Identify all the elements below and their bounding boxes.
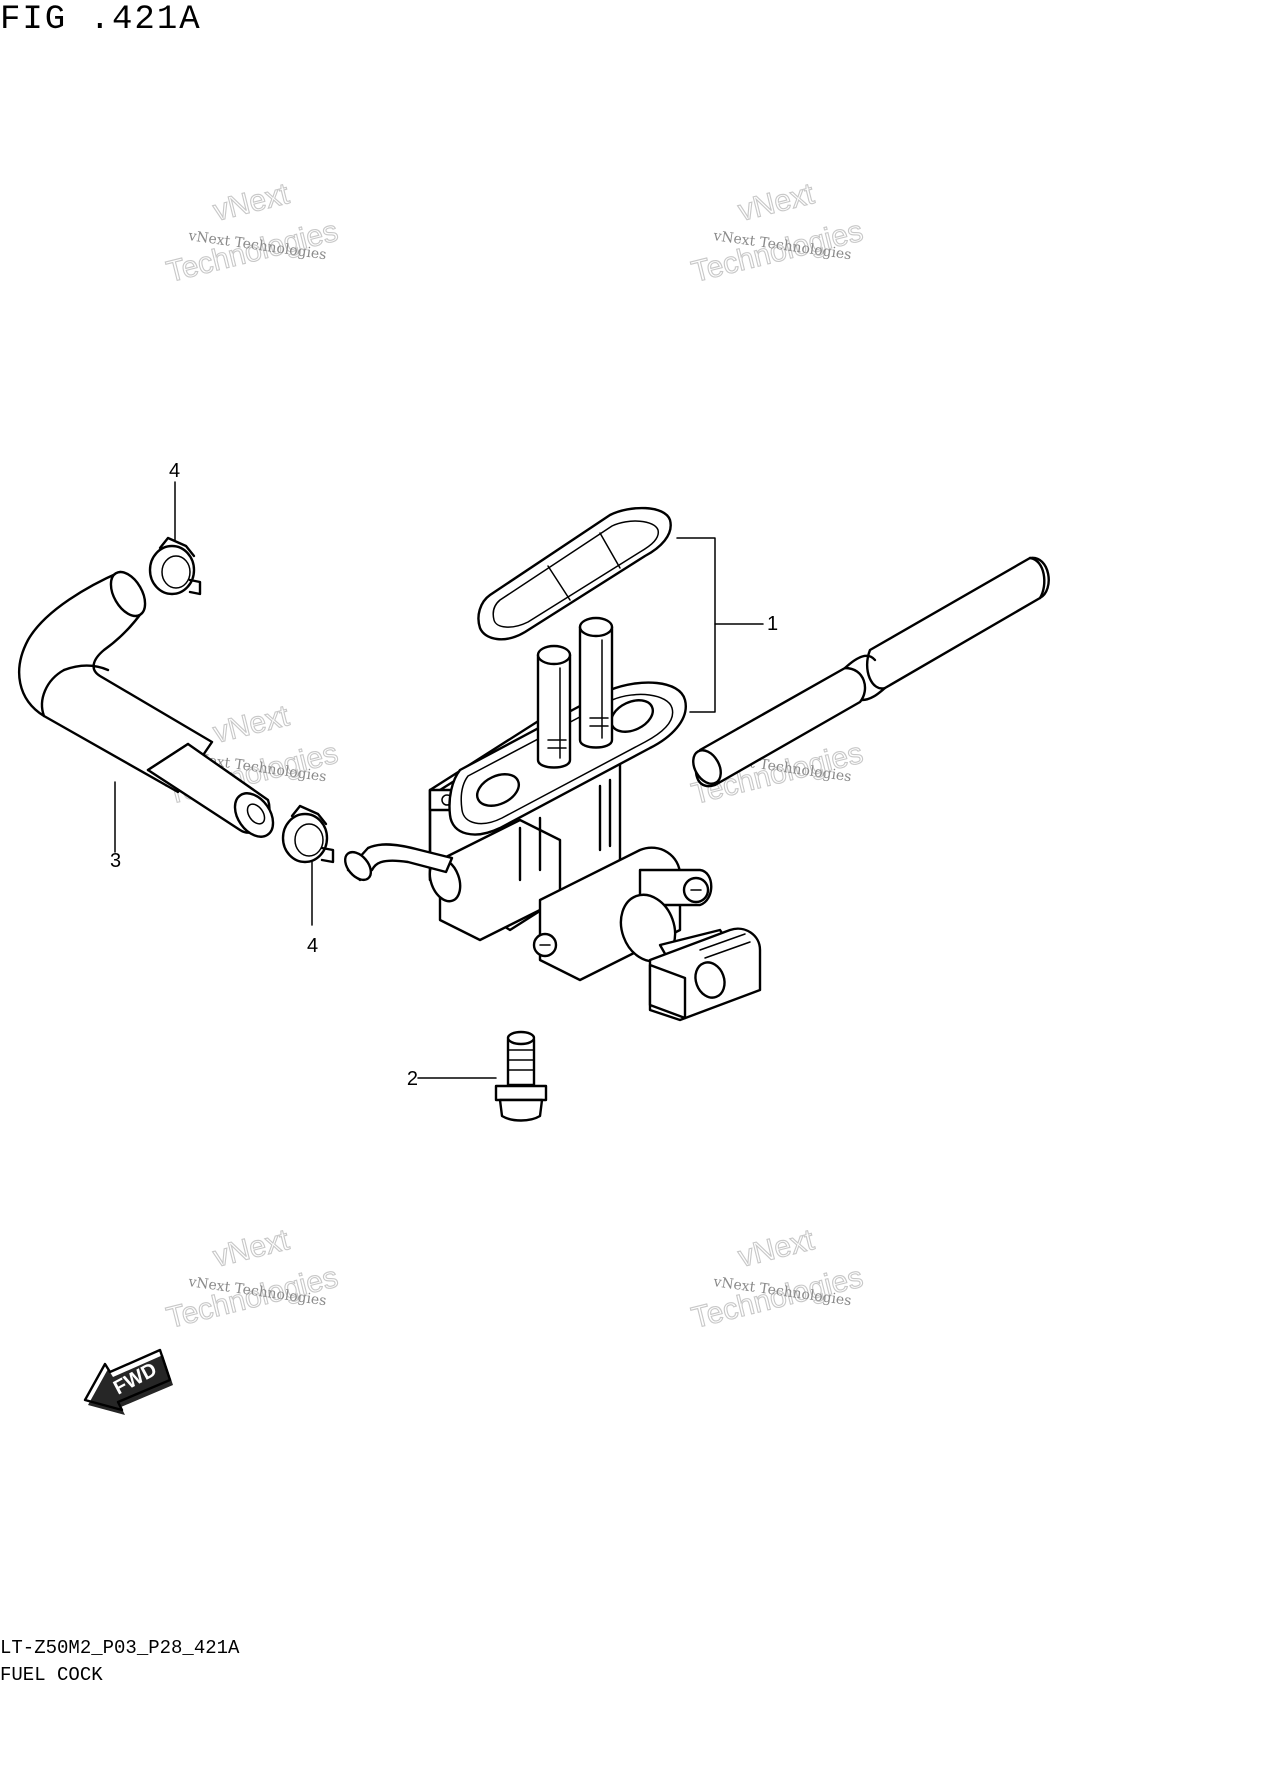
diagram-name: FUEL COCK bbox=[0, 1664, 103, 1686]
callout-3: 3 bbox=[110, 850, 121, 872]
svg-text:vNext: vNext bbox=[210, 1223, 293, 1274]
fuel-cock-assembly-part-1 bbox=[343, 616, 762, 1022]
diagram-code: LT-Z50M2_P03_P28_421A bbox=[0, 1637, 240, 1659]
fuel-hose-part-3 bbox=[18, 570, 275, 853]
hose-clamp-part-4-upper bbox=[148, 481, 202, 596]
watermark: vNext Technologies bbox=[163, 1223, 342, 1336]
gasket bbox=[477, 506, 672, 641]
figure-title: FIG .421A bbox=[0, 1, 202, 39]
bolt-part-2 bbox=[417, 1030, 548, 1122]
callout-leaders bbox=[676, 537, 764, 713]
watermark: vNext Technologies bbox=[163, 177, 342, 290]
callout-1: 1 bbox=[767, 613, 778, 635]
callout-2: 2 bbox=[407, 1068, 418, 1090]
svg-text:vNext: vNext bbox=[210, 177, 293, 228]
watermark: vNext Technologies bbox=[688, 177, 867, 290]
fwd-direction-arrow: FWD bbox=[83, 1348, 173, 1415]
svg-text:vNext: vNext bbox=[735, 1223, 818, 1274]
hose-clamp-part-4-lower bbox=[281, 804, 335, 926]
straight-hose bbox=[692, 556, 1050, 788]
svg-text:vNext: vNext bbox=[735, 177, 818, 228]
callout-4-upper: 4 bbox=[169, 460, 180, 482]
svg-text:vNext: vNext bbox=[210, 699, 293, 750]
watermark: vNext Technologies bbox=[688, 1223, 867, 1336]
callout-4-lower: 4 bbox=[307, 935, 318, 957]
